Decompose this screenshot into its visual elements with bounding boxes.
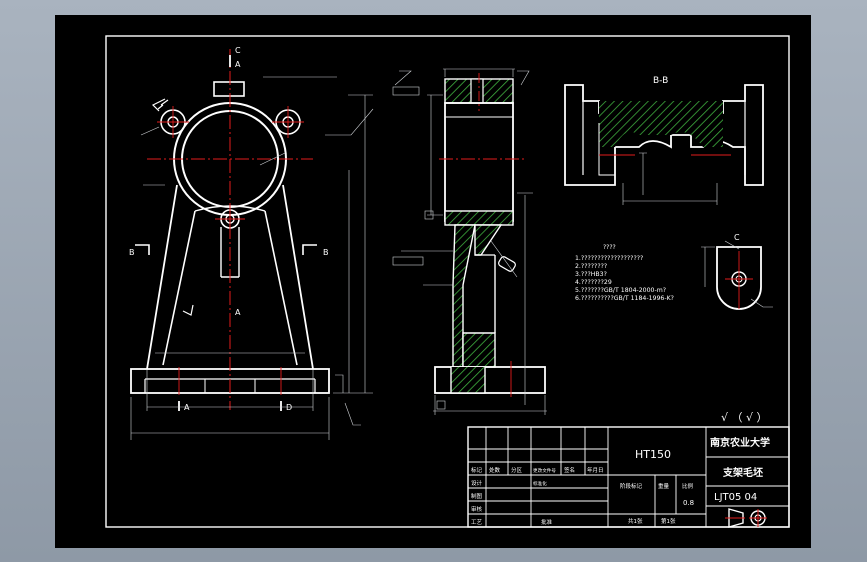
front-label-a-top: A <box>235 60 241 69</box>
section-b-b-view: B-B <box>564 76 764 205</box>
hdr-signature: 签名 <box>564 466 575 474</box>
total-sheets: 共1张 <box>628 517 643 525</box>
material-text: HT150 <box>635 448 671 461</box>
tech-note-line-2: 2.???????? <box>575 263 607 270</box>
part-name: 支架毛坯 <box>722 466 763 479</box>
weight-label: 重量 <box>658 482 670 490</box>
projection-symbol-icon <box>725 508 767 528</box>
view-c: C <box>701 233 773 310</box>
tech-note-line-4: 4.???????29 <box>575 279 612 286</box>
hdr-date: 年月日 <box>587 466 604 474</box>
front-label-a-bottom: A <box>184 403 190 412</box>
front-view: C A B B A A D <box>129 46 374 440</box>
technical-notes: ???? 1.??????????????????? 2.???????? 3.… <box>575 244 674 302</box>
scale-value: 0.8 <box>683 499 694 507</box>
drawing-sheet: C A B B A A D <box>55 15 811 548</box>
drawing-frame <box>105 35 790 528</box>
scale-label: 比例 <box>682 482 694 490</box>
front-label-b-left: B <box>129 248 135 257</box>
front-label-c: C <box>235 46 241 55</box>
tech-note-line-1: 1.??????????????????? <box>575 255 643 262</box>
roughness-note: √ （ √ ） <box>721 411 768 424</box>
drawing-number: LJT05 04 <box>714 492 757 503</box>
hdr-zone: 分区 <box>511 466 523 474</box>
sheet-number: 第1张 <box>661 517 676 525</box>
side-section-view <box>392 68 547 415</box>
hdr-mark: 标记 <box>471 466 483 474</box>
hdr-count: 处数 <box>489 466 501 474</box>
tech-note-line-5: 5.???????GB/T 1804-2000-m? <box>575 287 666 294</box>
hdr-change-doc: 更改文件号 <box>533 467 556 474</box>
stage-label: 阶段标记 <box>620 482 643 490</box>
row-review: 审核 <box>471 505 483 513</box>
tech-note-line-3: 3.???HB3? <box>575 271 607 278</box>
approve-label: 批准 <box>541 518 553 526</box>
tech-notes-title: ???? <box>603 244 616 251</box>
standardize-label: 标准化 <box>533 480 547 487</box>
front-label-b-right: B <box>323 248 329 257</box>
row-design: 设计 <box>471 479 483 487</box>
title-block: 标记 处数 分区 更改文件号 签名 年月日 设计 制图 审核 工艺 标准化 批准… <box>467 426 790 528</box>
section-title: B-B <box>653 76 668 86</box>
view-c-label: C <box>734 233 740 242</box>
front-label-a-mid: A <box>235 308 241 317</box>
row-process: 工艺 <box>471 519 483 526</box>
organization-name: 南京农业大学 <box>710 436 770 449</box>
front-label-d: D <box>286 403 292 412</box>
row-drafting: 制图 <box>471 492 483 500</box>
tech-note-line-6: 6.??????????GB/T 1184-1996-K? <box>575 295 674 302</box>
